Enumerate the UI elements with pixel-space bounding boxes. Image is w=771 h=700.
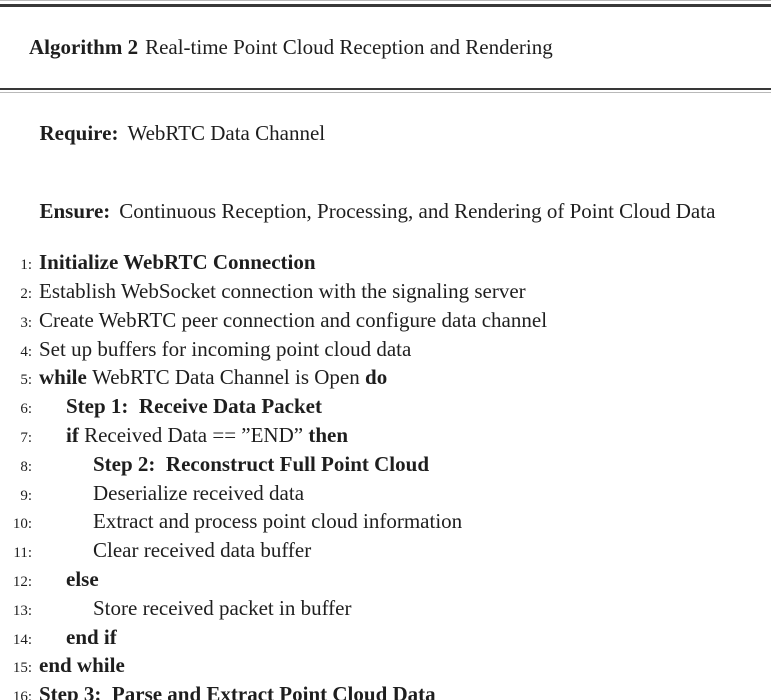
algorithm-line: 14: end if bbox=[0, 625, 771, 654]
line-number: 2: bbox=[20, 286, 32, 303]
algorithm-line: 6: Step 1: Receive Data Packet bbox=[0, 394, 771, 423]
code-segment: do bbox=[365, 365, 388, 390]
line-code: while WebRTC Data Channel is Open do bbox=[39, 365, 387, 391]
code-segment: Extract and process point cloud informat… bbox=[93, 509, 463, 534]
line-code: Step 1: Receive Data Packet bbox=[39, 394, 322, 420]
top-rule-light bbox=[0, 0, 771, 1]
header-rule-dark bbox=[0, 87, 771, 90]
line-number: 1: bbox=[20, 257, 32, 274]
algorithm-line: 16: Step 3: Parse and Extract Point Cloud… bbox=[0, 682, 771, 700]
line-number: 8: bbox=[20, 458, 32, 475]
line-number: 10: bbox=[12, 516, 32, 533]
line-number: 9: bbox=[20, 487, 32, 504]
line-code: else bbox=[39, 567, 99, 593]
require-text: WebRTC Data Channel bbox=[127, 121, 326, 146]
ensure-label: Ensure: bbox=[39, 198, 111, 223]
line-number: 7: bbox=[20, 430, 32, 447]
code-segment: Deserialize received data bbox=[93, 480, 305, 505]
algorithm-line: 9: Deserialize received data bbox=[0, 481, 771, 510]
line-number: 12: bbox=[12, 574, 32, 591]
algorithm-line: 7: if Received Data == ”END” then bbox=[0, 423, 771, 452]
algorithm-title: Real-time Point Cloud Reception and Rend… bbox=[145, 34, 553, 59]
line-code: Extract and process point cloud informat… bbox=[39, 509, 462, 535]
line-number: 14: bbox=[12, 631, 32, 648]
algorithm-line: 11: Clear received data buffer bbox=[0, 538, 771, 567]
algorithm-label: Algorithm 2 bbox=[29, 34, 139, 59]
line-code: Deserialize received data bbox=[39, 481, 304, 507]
line-code: Initialize WebRTC Connection bbox=[39, 250, 316, 276]
require-row: Require: WebRTC Data Channel bbox=[0, 96, 771, 173]
line-code: end while bbox=[39, 653, 125, 679]
line-code: end if bbox=[39, 625, 117, 651]
code-segment: if bbox=[66, 423, 85, 448]
code-segment: Step 1: Receive Data Packet bbox=[66, 394, 322, 419]
algorithm-line: 2: Establish WebSocket connection with th… bbox=[0, 279, 771, 308]
line-code: Store received packet in buffer bbox=[39, 596, 352, 622]
top-rule-dark bbox=[0, 4, 771, 7]
code-segment: end if bbox=[66, 624, 117, 649]
algorithm-line: 4: Set up buffers for incoming point clou… bbox=[0, 337, 771, 366]
code-segment: Establish WebSocket connection with the … bbox=[39, 279, 526, 304]
line-number: 16: bbox=[12, 689, 32, 700]
code-segment: WebRTC Data Channel is Open bbox=[92, 365, 366, 390]
ensure-text: Continuous Reception, Processing, and Re… bbox=[119, 198, 716, 223]
algorithm-body: Require: WebRTC Data Channel Ensure: Conti… bbox=[0, 93, 771, 700]
code-segment: Create WebRTC peer connection and config… bbox=[39, 307, 548, 332]
line-code: Set up buffers for incoming point cloud … bbox=[39, 337, 411, 363]
line-code: Establish WebSocket connection with the … bbox=[39, 279, 526, 305]
line-code: Step 3: Parse and Extract Point Cloud Da… bbox=[39, 682, 436, 700]
require-label: Require: bbox=[39, 121, 119, 146]
code-segment: Received Data == ”END” bbox=[84, 423, 309, 448]
line-number: 6: bbox=[20, 401, 32, 418]
line-number: 5: bbox=[20, 372, 32, 389]
code-segment: Step 2: Reconstruct Full Point Cloud bbox=[93, 451, 429, 476]
line-number: 15: bbox=[12, 660, 32, 677]
line-code: Step 2: Reconstruct Full Point Cloud bbox=[39, 452, 429, 478]
line-code: Create WebRTC peer connection and config… bbox=[39, 308, 547, 334]
code-segment: Store received packet in buffer bbox=[93, 595, 352, 620]
code-segment: Set up buffers for incoming point cloud … bbox=[39, 336, 412, 361]
code-segment: Initialize WebRTC Connection bbox=[39, 250, 316, 275]
code-segment: else bbox=[66, 567, 99, 592]
code-segment: Clear received data buffer bbox=[93, 538, 312, 563]
line-number: 11: bbox=[13, 545, 32, 562]
header-rule-light bbox=[0, 91, 771, 93]
algorithm-line: 3: Create WebRTC peer connection and conf… bbox=[0, 308, 771, 337]
algorithm-line: 1: Initialize WebRTC Connection bbox=[0, 250, 771, 279]
algorithm-line: 5: while WebRTC Data Channel is Open do bbox=[0, 365, 771, 394]
code-segment: Step 3: Parse and Extract Point Cloud Da… bbox=[39, 682, 436, 700]
algorithm-line: 8: Step 2: Reconstruct Full Point Cloud bbox=[0, 452, 771, 481]
algorithm-line: 10: Extract and process point cloud infor… bbox=[0, 509, 771, 538]
line-number: 3: bbox=[20, 314, 32, 331]
algorithm-line: 15: end while bbox=[0, 653, 771, 682]
code-segment: end while bbox=[39, 653, 125, 678]
code-segment: then bbox=[308, 423, 349, 448]
algorithm-line: 13: Store received packet in buffer bbox=[0, 596, 771, 625]
code-segment: while bbox=[39, 365, 93, 390]
line-code: Clear received data buffer bbox=[39, 538, 311, 564]
line-number: 13: bbox=[12, 602, 32, 619]
line-code: if Received Data == ”END” then bbox=[39, 423, 348, 449]
line-number: 4: bbox=[20, 343, 32, 360]
algorithm-lines: 1: Initialize WebRTC Connection 2: Establis… bbox=[0, 250, 771, 700]
algorithm-line: 12: else bbox=[0, 567, 771, 596]
ensure-row: Ensure: Continuous Reception, Processing,… bbox=[0, 173, 771, 250]
